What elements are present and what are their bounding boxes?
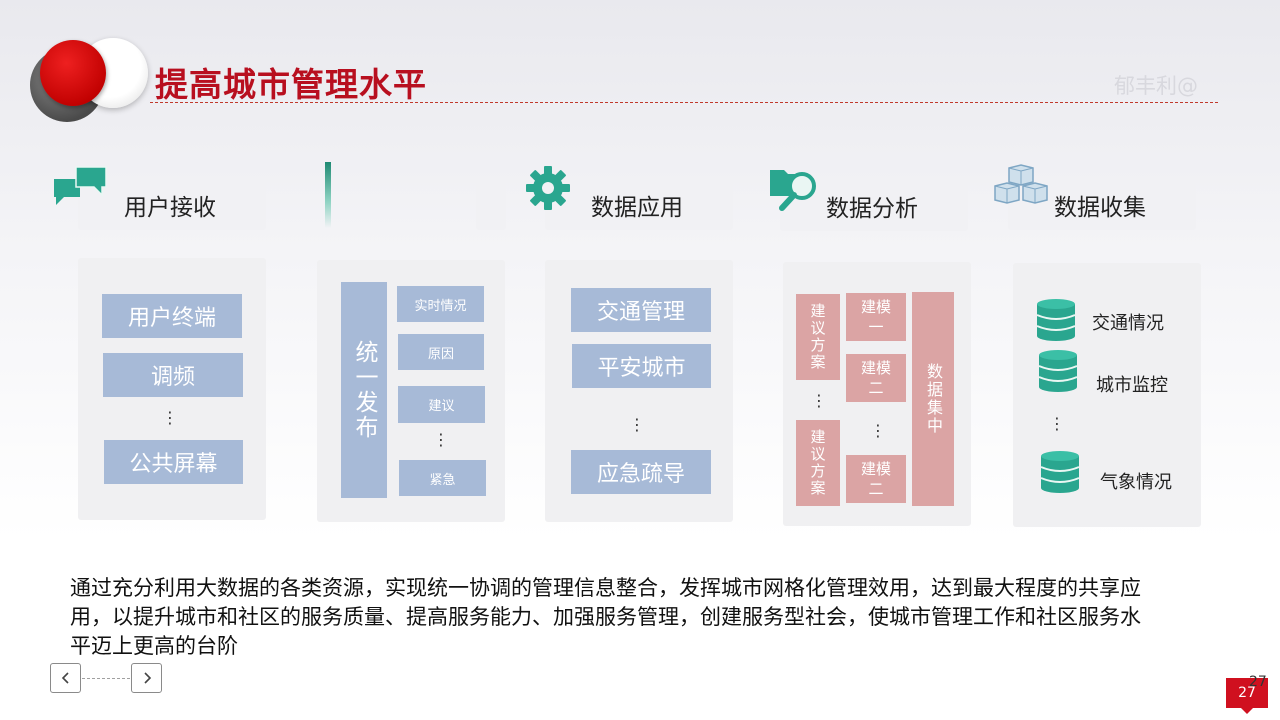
database-icon (1040, 451, 1080, 493)
analysis-model-2: 建模二 (846, 354, 906, 402)
publish-header-bar (476, 180, 506, 230)
publish-item-urgent: 紧急 (399, 460, 486, 496)
collect-item-weather: 气象情况 (1100, 472, 1172, 493)
section-header-data-apply: 数据应用 (545, 180, 733, 230)
page-title: 提高城市管理水平 (155, 65, 427, 104)
apply-item-safe-city: 平安城市 (572, 344, 711, 388)
user-item-terminal: 用户终端 (102, 294, 242, 338)
page-number-shadow: 27 (1249, 674, 1267, 690)
collect-item-traffic: 交通情况 (1092, 313, 1164, 334)
logo-red-circle (40, 40, 106, 106)
analysis-model-1: 建模一 (846, 293, 906, 341)
publish-item-reason: 原因 (398, 334, 484, 370)
gear-icon (526, 166, 570, 210)
next-page-button[interactable] (131, 663, 162, 693)
page-badge-pointer (1239, 706, 1255, 714)
user-item-public-screen: 公共屏幕 (104, 440, 243, 484)
collect-item-ellipsis: ⋮ (1049, 414, 1065, 433)
prev-page-button[interactable] (50, 663, 81, 693)
user-item-ellipsis: ⋮ (162, 408, 178, 427)
analysis-model-ellipsis: ⋮ (870, 421, 886, 440)
analysis-proposal-top: 建议方案 (796, 294, 840, 380)
magnifier-folder-icon (770, 170, 816, 211)
chat-bubbles-icon (54, 166, 107, 205)
analysis-proposal-ellipsis: ⋮ (811, 391, 827, 410)
description-text: 通过充分利用大数据的各类资源，实现统一协调的管理信息整合，发挥城市网格化管理效用… (70, 576, 1141, 658)
analysis-proposal-bottom: 建议方案 (796, 420, 840, 506)
cubes-icon (994, 164, 1048, 204)
publish-item-realtime: 实时情况 (397, 286, 484, 322)
chevron-right-icon (143, 672, 151, 684)
collect-item-city-monitor: 城市监控 (1096, 375, 1168, 396)
analysis-data-concentrate: 数据集中 (912, 292, 954, 506)
section-label: 数据分析 (826, 196, 918, 222)
section-label: 数据收集 (1054, 195, 1146, 221)
apply-item-emergency: 应急疏导 (571, 450, 711, 494)
section-label: 用户接收 (124, 195, 216, 221)
analysis-model-3: 建模二 (846, 455, 906, 503)
publish-header-accent (325, 162, 331, 228)
database-icon (1036, 299, 1076, 341)
nav-divider (82, 678, 130, 679)
publish-main-unified-release: 统一发布 (341, 282, 387, 498)
publish-item-suggestion: 建议 (398, 386, 485, 423)
database-icon (1038, 350, 1078, 392)
publish-item-ellipsis: ⋮ (433, 430, 449, 449)
chevron-left-icon (61, 672, 69, 684)
page-number-badge: 27 (1226, 678, 1268, 708)
user-item-fm: 调频 (103, 353, 243, 397)
apply-item-traffic: 交通管理 (571, 288, 711, 332)
apply-item-ellipsis: ⋮ (629, 415, 645, 434)
section-header-user-receive: 用户接收 (78, 180, 266, 230)
title-divider (150, 102, 1218, 103)
watermark: 郁丰利@ (1114, 74, 1198, 98)
section-label: 数据应用 (591, 195, 683, 221)
